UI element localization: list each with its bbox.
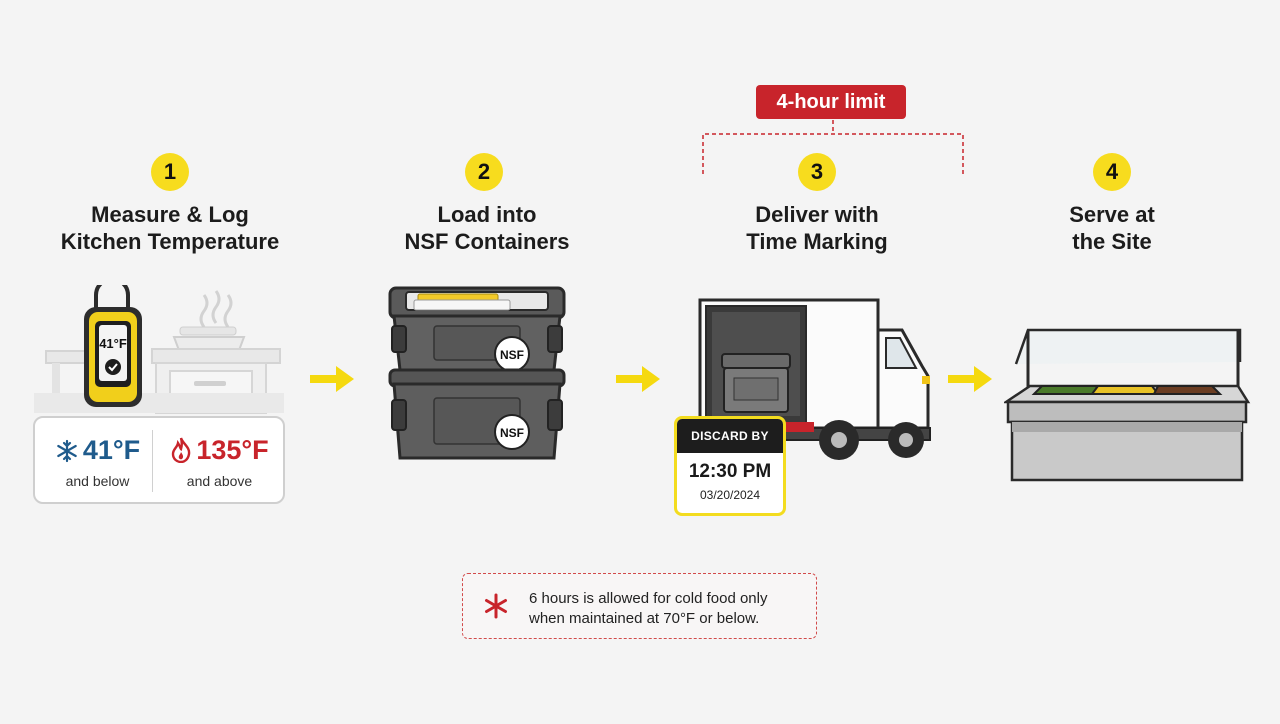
time-limit-label: 4-hour limit bbox=[756, 85, 906, 119]
nsf-label: NSF bbox=[500, 348, 524, 362]
discard-by-header: DISCARD BY bbox=[677, 419, 783, 453]
snowflake-icon bbox=[57, 439, 77, 463]
note-line-2: when maintained at 70°F or below. bbox=[529, 610, 760, 627]
step-1-badge: 1 bbox=[151, 153, 189, 191]
step-2-badge: 2 bbox=[465, 153, 503, 191]
delivery-truck-illustration bbox=[698, 298, 931, 460]
thermometer-reading: 41°F bbox=[99, 336, 127, 351]
discard-by-tag: DISCARD BY 12:30 PM 03/20/2024 bbox=[674, 416, 786, 516]
cold-food-note: 6 hours is allowed for cold food only wh… bbox=[462, 573, 817, 639]
flame-icon bbox=[172, 437, 191, 464]
arrow-right-icon bbox=[948, 366, 992, 392]
note-line-1: 6 hours is allowed for cold food only bbox=[529, 590, 768, 607]
discard-date: 03/20/2024 bbox=[699, 488, 761, 502]
discard-time: 12:30 PM bbox=[688, 461, 772, 482]
cold-temperature-caption: and below bbox=[65, 473, 130, 489]
step-3-badge: 3 bbox=[798, 153, 836, 191]
hot-temperature-caption: and above bbox=[186, 473, 253, 489]
asterisk-icon bbox=[485, 593, 507, 619]
arrow-right-icon bbox=[616, 366, 660, 392]
time-limit-bracket bbox=[702, 120, 964, 174]
temperature-thresholds-card: 41°F and below 135°F and above bbox=[33, 416, 285, 504]
cold-temperature-value: 41°F bbox=[82, 435, 141, 465]
serving-station-illustration bbox=[1004, 328, 1251, 482]
arrow-right-icon bbox=[310, 366, 354, 392]
divider bbox=[152, 430, 153, 492]
kitchen-illustration: 41°F bbox=[34, 285, 284, 414]
nsf-containers-illustration: NSF NSF bbox=[388, 286, 566, 460]
step-4-badge: 4 bbox=[1093, 153, 1131, 191]
hot-temperature-value: 135°F bbox=[196, 435, 269, 465]
nsf-label: NSF bbox=[500, 426, 524, 440]
